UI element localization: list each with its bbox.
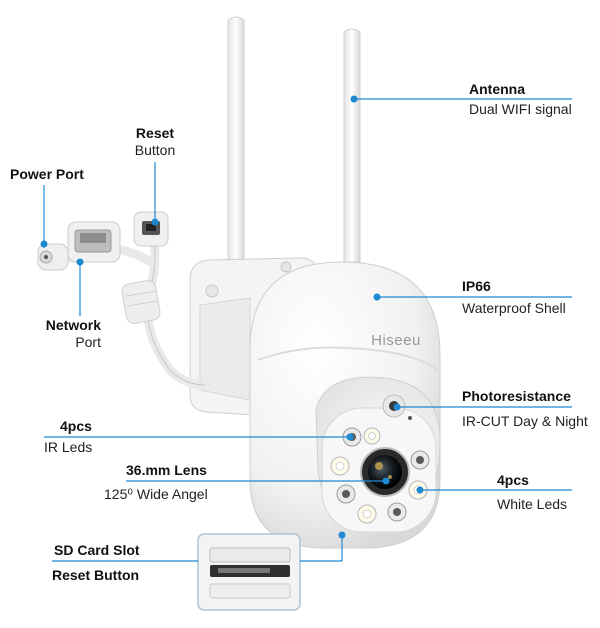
lens-title: 36.mm Lens — [126, 462, 207, 478]
reset-desc: Button — [134, 142, 176, 158]
sdcard-title: SD Card Slot — [54, 542, 140, 558]
network-title: Network — [45, 317, 101, 333]
leader-lines — [43, 98, 572, 562]
photo-desc: IR-CUT Day & Night — [462, 413, 588, 429]
leader-dots — [40, 95, 424, 539]
cable-sleeve — [121, 280, 161, 324]
antenna-title: Antenna — [469, 81, 525, 97]
network-desc: Port — [75, 334, 101, 350]
ip66-desc: Waterproof Shell — [462, 300, 566, 316]
antenna-right — [339, 28, 365, 289]
camera-lens — [360, 447, 410, 497]
antenna-left — [223, 16, 249, 301]
resetbtn-title: Reset Button — [52, 567, 140, 583]
whiteleds-title: 4pcs — [497, 472, 529, 488]
power-port — [37, 243, 69, 271]
reset-housing — [133, 211, 169, 247]
led-ring — [330, 427, 430, 524]
irleds-desc: IR Leds — [44, 439, 93, 455]
ip66-title: IP66 — [462, 278, 491, 294]
ir-led — [336, 484, 356, 504]
irleds-title: 4pcs — [60, 418, 92, 434]
power-title: Power Port — [10, 166, 84, 182]
antenna-desc: Dual WIFI signal — [469, 101, 572, 117]
reset-title: Reset — [135, 125, 175, 141]
ir-led — [387, 502, 407, 522]
lens-desc: 125⁰ Wide Angel — [104, 486, 208, 502]
photo-title: Photoresistance — [462, 388, 571, 404]
white-led — [330, 456, 350, 476]
network-port — [67, 221, 121, 263]
white-led — [363, 427, 381, 445]
sd-card-inset — [197, 533, 301, 611]
whiteleds-desc: White Leds — [497, 496, 568, 512]
brand-logo: Hiseeu — [371, 332, 421, 349]
ir-led — [410, 450, 430, 470]
white-led — [357, 504, 377, 524]
